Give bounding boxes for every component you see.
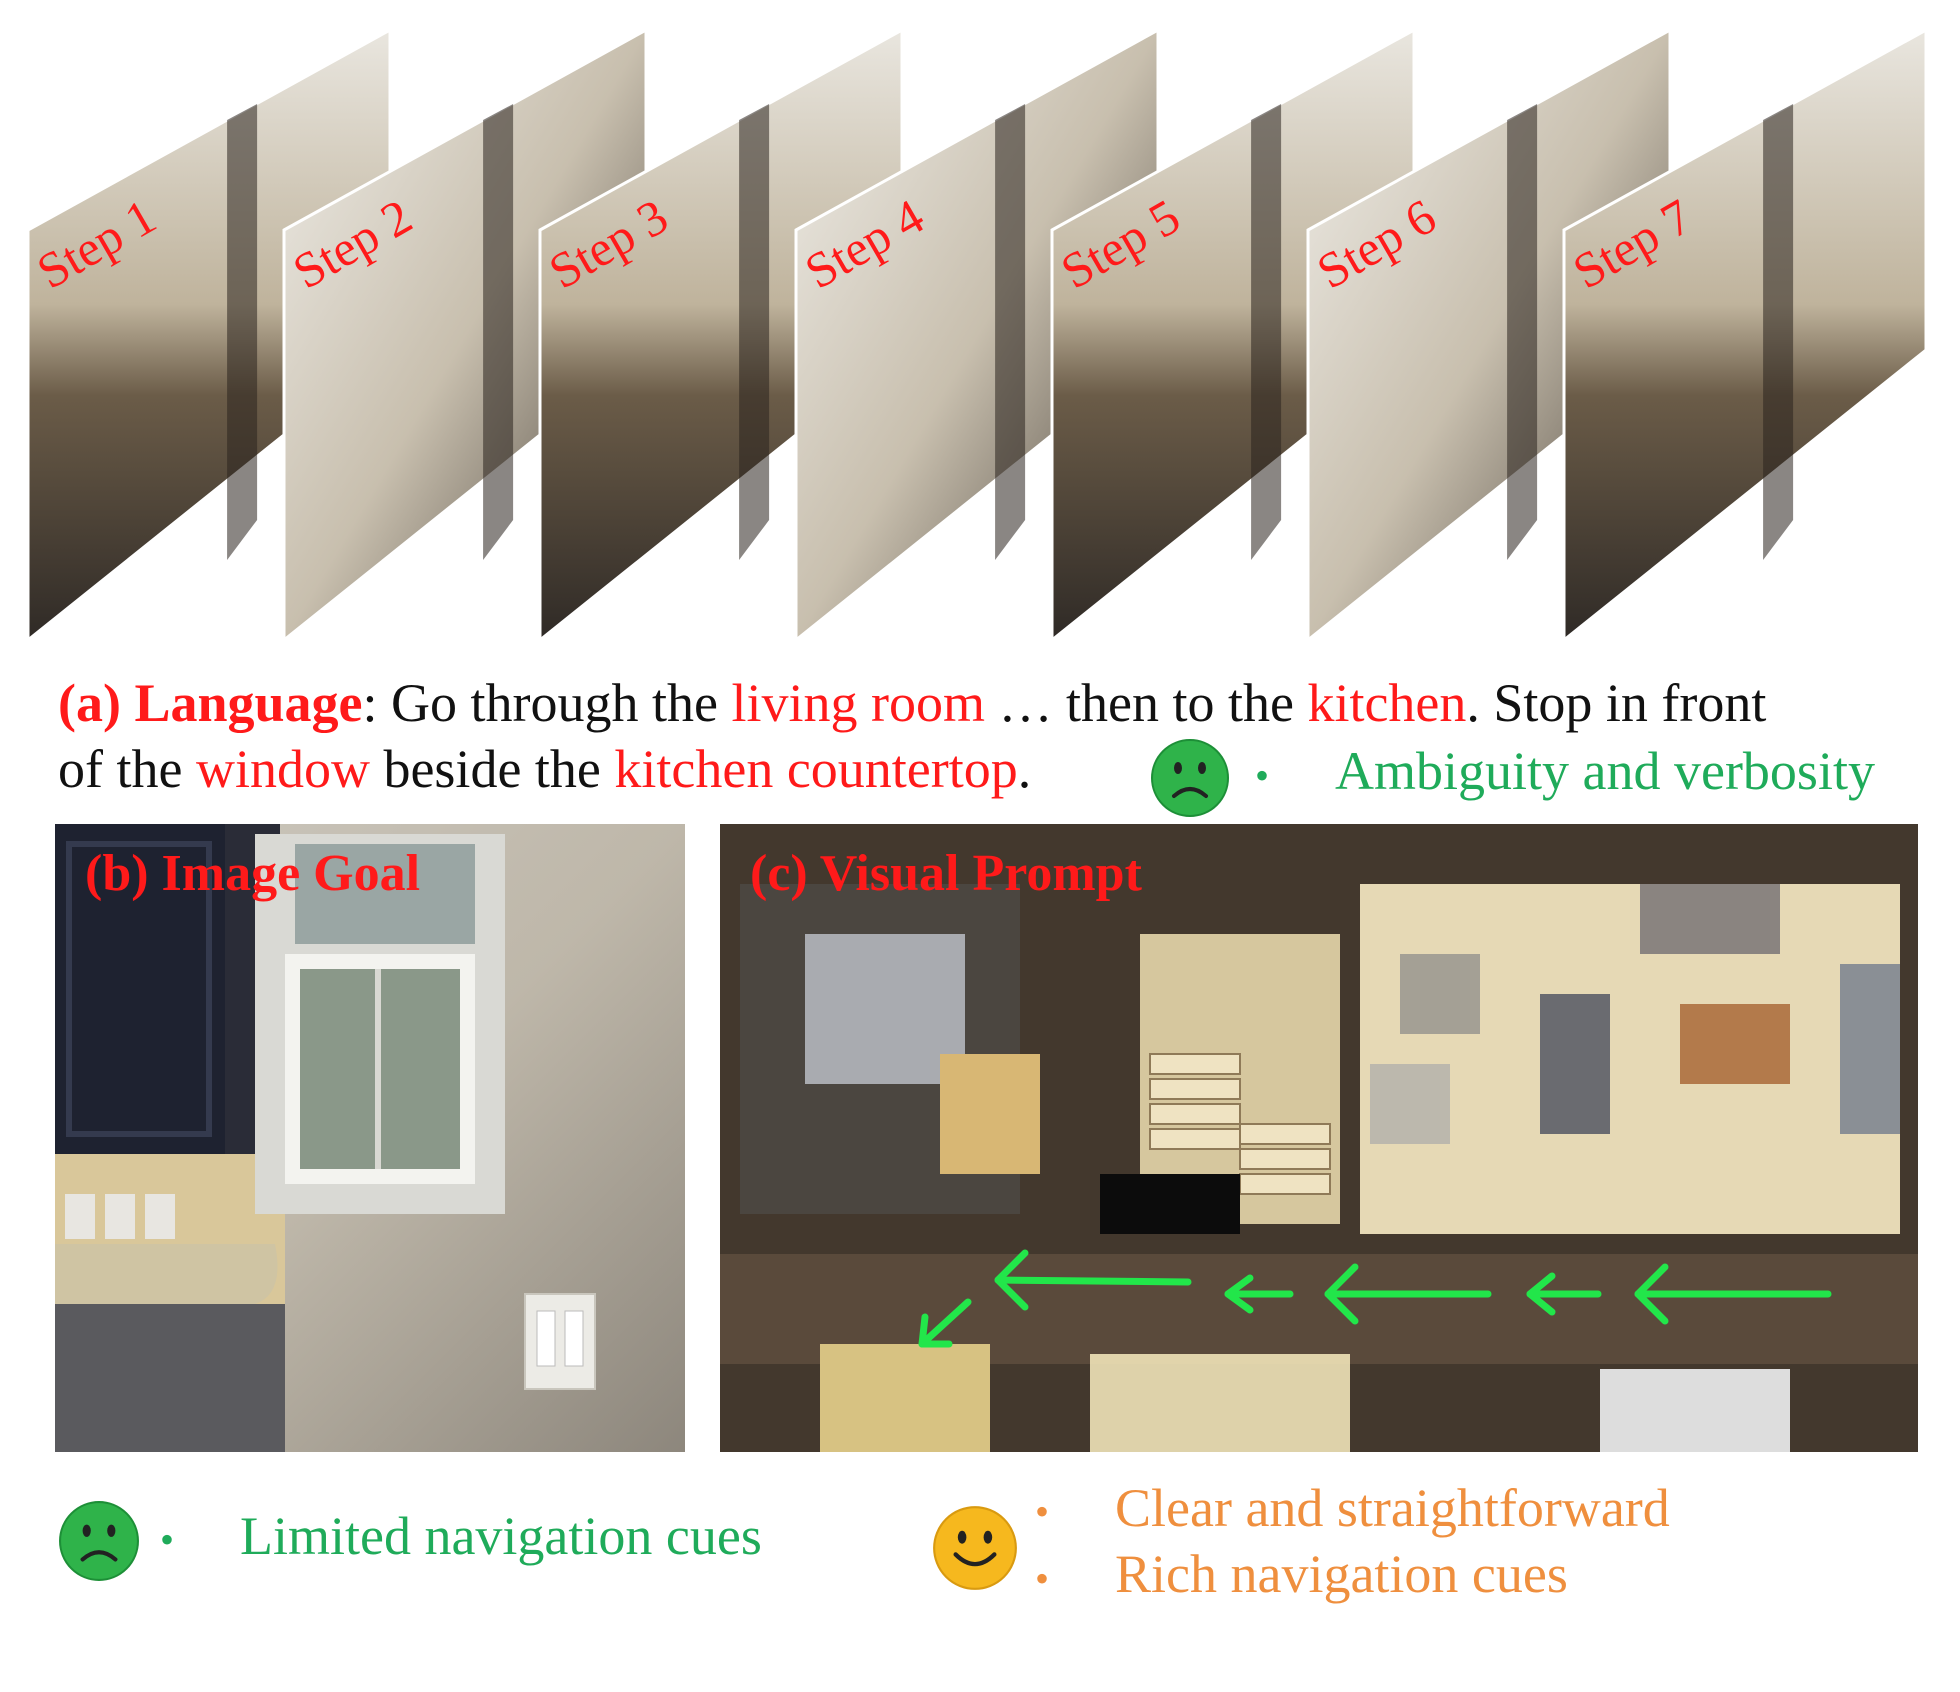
visual-prompt-title: (c) Visual Prompt [750,845,1142,902]
bullet: • [160,1517,175,1562]
smiley-face-icon [933,1506,1017,1590]
keyword-window: window [195,739,370,799]
bullet: • [1035,1556,1050,1601]
bullet: • [1035,1489,1050,1534]
step-pillar [483,104,514,560]
step-panel: Step 7 [1562,27,1928,644]
sad-face-icon [1151,739,1229,817]
step-pillar [995,104,1026,560]
language-text: . [1017,739,1032,799]
language-line-2: of the window beside the kitchen counter… [58,736,1918,802]
image-goal-title: (b) Image Goal [85,845,421,902]
keyword-living-room: living room [731,673,985,733]
navigation-arrows [918,1249,1832,1348]
kitchen-goal-image [55,824,685,1452]
language-label: (a) Language [58,673,363,733]
step-pillar [227,104,258,560]
keyword-kitchen: kitchen [1307,673,1467,733]
keyword-kitchen-countertop: kitchen countertop [614,739,1018,799]
step-pillar [1251,104,1282,560]
image-goal-note: Limited navigation cues [240,1506,762,1566]
language-line-1: (a) Language: Go through the living room… [58,670,1918,736]
nav-arrow [1526,1272,1602,1316]
bullet: • [1255,753,1270,798]
step-view-image [1562,27,1928,644]
step-pillar [1507,104,1538,560]
image-goal-panel: (b) Image Goal [55,824,685,1452]
nav-arrow [1634,1263,1832,1325]
language-note: Ambiguity and verbosity [1335,741,1875,801]
sad-face-icon [59,1501,139,1581]
language-text: … then to the [984,673,1308,733]
nav-arrow [1324,1263,1492,1325]
nav-arrow [918,1298,972,1348]
visual-prompt-note-2: Rich navigation cues [1115,1544,1568,1604]
step-pillar [739,104,770,560]
visual-prompt-note-1: Clear and straightforward [1115,1478,1670,1538]
nav-arrow [994,1249,1192,1311]
visual-prompt-panel: (c) Visual Prompt [720,824,1918,1452]
step-pillar [1763,104,1794,560]
step-panel: Step 1 [26,27,392,644]
top-down-map [720,824,1918,1452]
nav-arrow [1224,1274,1294,1314]
language-text: : Go through the [362,673,732,733]
language-text: of the [58,739,196,799]
language-text: . Stop in front [1466,673,1767,733]
language-text: beside the [369,739,615,799]
